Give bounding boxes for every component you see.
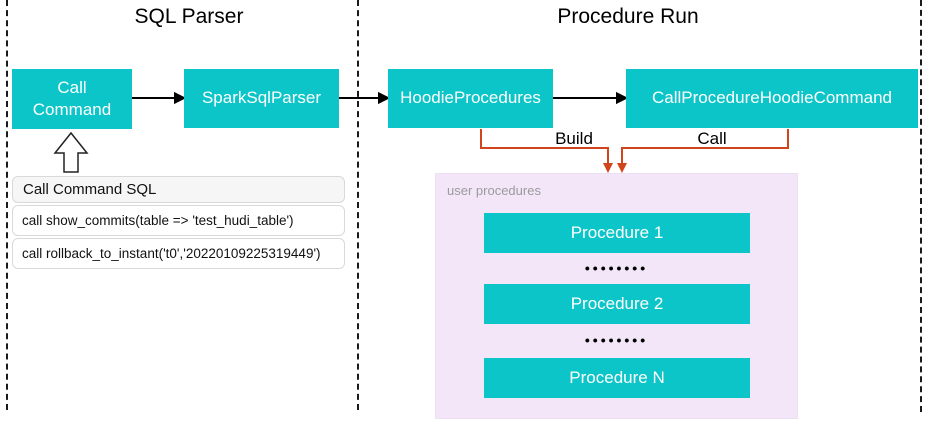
user-procedures-label: user procedures — [447, 183, 541, 198]
left-dashed-border — [6, 0, 8, 410]
sql-row-show-commits: call show_commits(table => 'test_hudi_ta… — [12, 205, 345, 236]
sql-row-rollback-to-instant: call rollback_to_instant('t0','202201092… — [12, 238, 345, 269]
ellipsis-dots: •••••••• — [584, 332, 649, 348]
right-dashed-border — [920, 0, 922, 412]
node-hoodie-procedures: HoodieProcedures — [388, 69, 553, 128]
middle-dashed-divider — [357, 0, 359, 410]
node-call-command: Call Command — [12, 69, 132, 129]
build-arrowhead — [603, 163, 613, 173]
node-procedure-1: Procedure 1 — [484, 213, 750, 253]
node-procedure-2: Procedure 2 — [484, 284, 750, 324]
call-command-sql-panel: Call Command SQL call show_commits(table… — [12, 176, 345, 269]
node-call-procedure-hoodie-command: CallProcedureHoodieCommand — [626, 69, 918, 128]
node-procedure-n: Procedure N — [484, 358, 750, 398]
arrowhead-to-hoodieprocedures — [378, 91, 391, 105]
section-title-sql-parser: SQL Parser — [134, 5, 244, 28]
section-title-procedure-run: Procedure Run — [557, 5, 699, 28]
user-procedures-panel: user procedures Procedure 1 •••••••• Pro… — [435, 173, 798, 419]
arrowhead-to-callprocedure — [616, 91, 629, 105]
call-arrowhead — [617, 163, 627, 173]
edge-label-call: Call — [697, 129, 727, 148]
arrowhead-to-sparksqlparser — [174, 91, 187, 105]
node-spark-sql-parser: SparkSqlParser — [184, 69, 339, 128]
sql-panel-header: Call Command SQL — [12, 176, 345, 203]
edge-label-build: Build — [555, 129, 593, 148]
hollow-up-arrow — [53, 131, 89, 173]
ellipsis-dots: •••••••• — [584, 260, 649, 276]
